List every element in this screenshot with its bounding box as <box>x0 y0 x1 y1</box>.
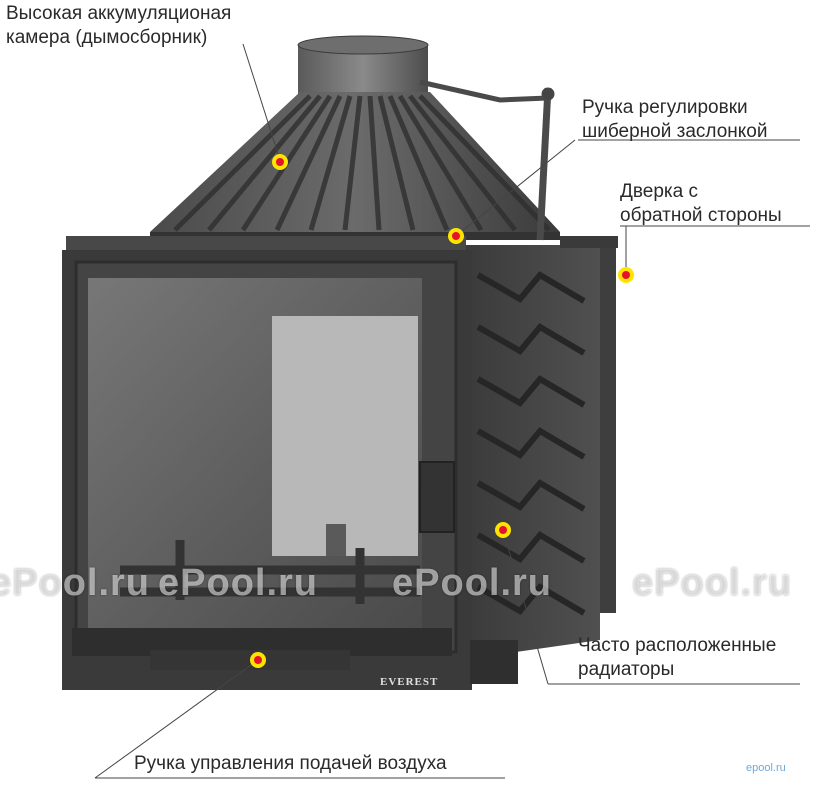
label-line: Высокая аккумуляционая <box>6 3 232 24</box>
label-air-control-handle: Ручка управления подачей воздуха <box>134 753 447 774</box>
leader-lines <box>94 43 810 779</box>
label-line: шиберной заслонкой <box>582 121 768 142</box>
label-line: обратной стороны <box>620 205 782 226</box>
brand-plate: EVEREST <box>380 676 439 688</box>
label-line: Ручка регулировки <box>582 97 748 118</box>
firebox-front <box>62 236 518 690</box>
label-damper-handle: Ручка регулировки шиберной заслонкой <box>582 96 767 144</box>
watermark: ePool.ru <box>632 562 793 604</box>
label-line: Дверка с <box>620 181 698 202</box>
leader-line <box>502 529 549 685</box>
callout-marker <box>448 228 464 244</box>
callout-marker <box>250 652 266 668</box>
smoke-collector-hood <box>150 92 560 240</box>
label-line: Часто расположенные <box>578 635 777 656</box>
leader-line <box>94 659 259 779</box>
callout-marker <box>495 522 511 538</box>
label-line: радиаторы <box>578 659 675 680</box>
label-accumulation-chamber: Высокая аккумуляционая камера (дымосборн… <box>6 2 231 50</box>
flue-pipe <box>297 35 429 95</box>
watermark: ePool.ru <box>0 562 151 604</box>
callout-marker <box>272 154 288 170</box>
watermark: ePool.ru <box>392 562 553 604</box>
label-radiators: Часто расположенные радиаторы <box>578 634 776 682</box>
label-rear-door: Дверка с обратной стороны <box>620 180 782 228</box>
callout-marker <box>618 267 634 283</box>
corner-logo: epool.ru <box>746 762 786 774</box>
leader-line <box>455 139 576 237</box>
watermark: ePool.ru <box>158 562 319 604</box>
leader-line <box>242 43 281 161</box>
side-radiator-panel <box>460 236 618 660</box>
damper-handle <box>419 79 555 241</box>
label-line: камера (дымосборник) <box>6 27 208 48</box>
callout-markers <box>250 154 634 668</box>
